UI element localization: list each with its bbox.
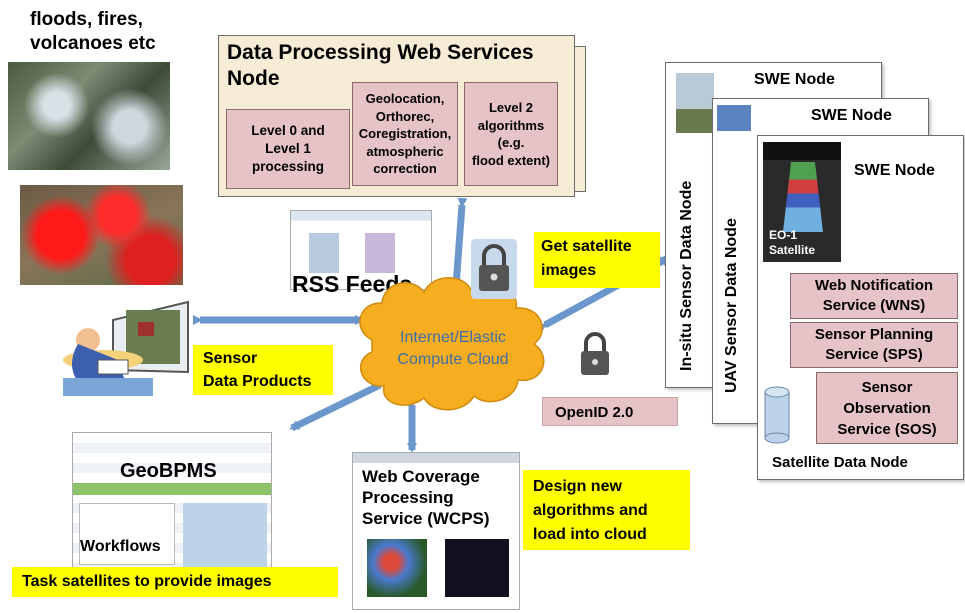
swe-node-title: SWE Node xyxy=(811,107,892,124)
rss-screenshot xyxy=(290,210,432,290)
geolocation-box: Geolocation, Orthorec, Coregistration, a… xyxy=(352,82,458,186)
sps-box: Sensor Planning Service (SPS) xyxy=(790,322,958,368)
design-algorithms-label: Design new algorithms and load into clou… xyxy=(523,470,690,550)
fire-extent-image xyxy=(20,185,183,285)
get-satellite-images-label: Get satellite images xyxy=(534,232,660,288)
wns-box: Web Notification Service (WNS) xyxy=(790,273,958,319)
geobpms-screenshot xyxy=(72,432,272,584)
cloud-label: Internet/Elastic Compute Cloud xyxy=(397,329,509,368)
openid-badge: OpenID 2.0 xyxy=(542,397,678,426)
sos-box: Sensor Observation Service (SOS) xyxy=(816,372,958,444)
database-icon xyxy=(764,386,790,444)
arrow-cloud-geobpms xyxy=(289,377,389,432)
uav-photo xyxy=(717,105,751,131)
wcps-label: Web Coverage Processing Service (WCPS) xyxy=(362,467,490,528)
level0-box: Level 0 and Level 1 processing xyxy=(226,109,350,189)
padlock-icon xyxy=(574,328,616,382)
level2-box: Level 2 algorithms (e.g. flood extent) xyxy=(464,82,558,186)
eo1-satellite-label: EO-1 Satellite xyxy=(769,228,816,257)
workflows-label: Workflows xyxy=(80,538,161,555)
swe-node-title: SWE Node xyxy=(854,162,935,179)
insitu-sensor-photo xyxy=(676,73,714,133)
sensor-data-products-label: Sensor Data Products xyxy=(193,345,333,395)
hazards-label: floods, fires, volcanoes etc xyxy=(30,9,156,54)
satellite-data-node-label: Satellite Data Node xyxy=(772,454,908,471)
eo1-satellite-image: EO-1 Satellite xyxy=(763,142,841,262)
task-satellites-label: Task satellites to provide images xyxy=(12,567,338,597)
user-computer-icon xyxy=(58,300,198,410)
padlock-icon xyxy=(470,238,518,300)
dp-node-title: Data Processing Web Services Node xyxy=(227,41,534,90)
geobpms-label: GeoBPMS xyxy=(120,460,217,482)
data-processing-node: Data Processing Web Services Node Level … xyxy=(218,35,575,197)
hazard-satellite-image xyxy=(8,62,170,170)
cloud-shape xyxy=(359,277,545,411)
insitu-node-label: In-situ Sensor Data Node xyxy=(678,180,695,371)
swe-node-satellite: EO-1 Satellite SWE Node Web Notification… xyxy=(757,135,964,480)
uav-node-label: UAV Sensor Data Node xyxy=(723,218,740,393)
swe-node-title: SWE Node xyxy=(754,71,835,88)
wcps-screenshot xyxy=(352,452,520,610)
